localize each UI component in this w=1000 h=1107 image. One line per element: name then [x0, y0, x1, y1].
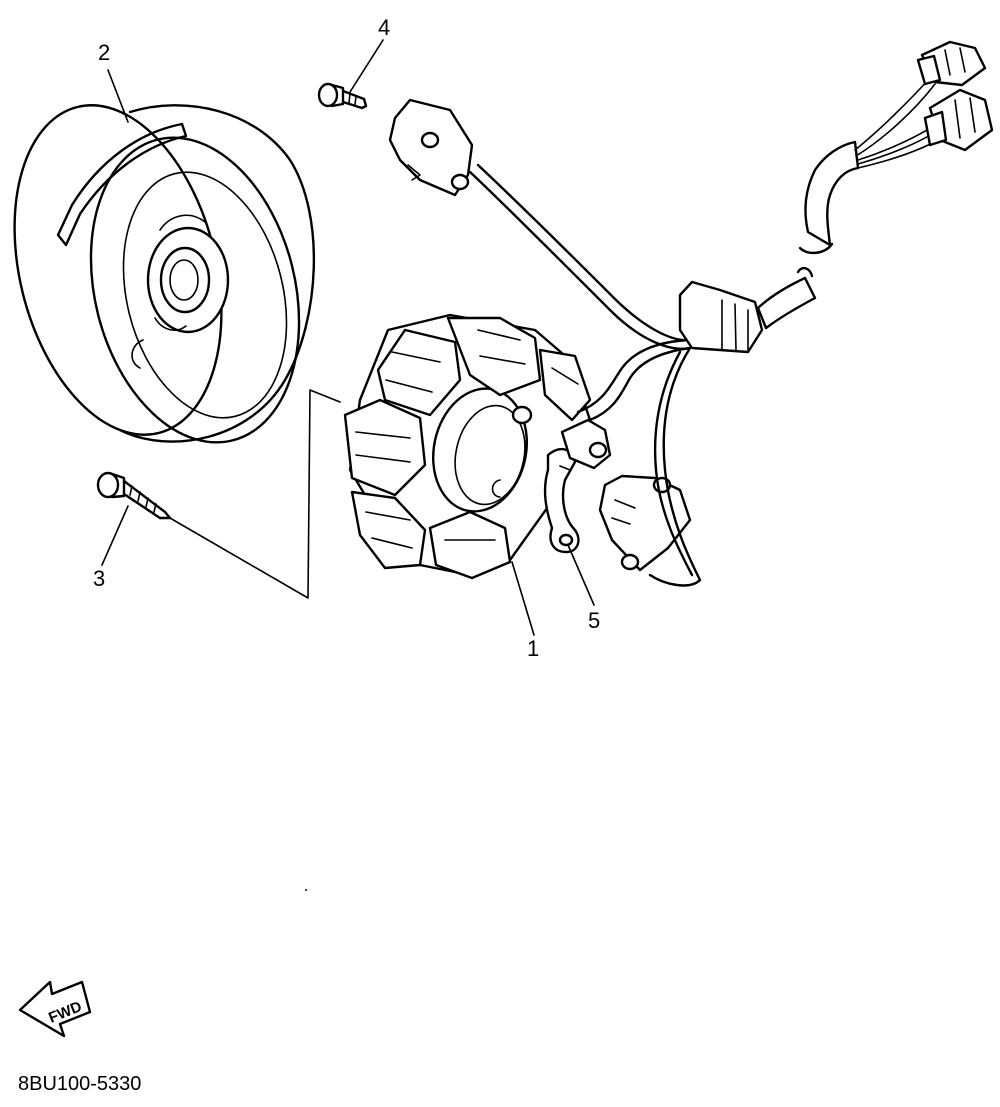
callout-3: 3 — [93, 566, 105, 591]
callout-2: 2 — [98, 40, 110, 65]
wire-harness — [468, 77, 939, 587]
flywheel-rotor — [13, 104, 316, 444]
connector-upper — [916, 40, 987, 87]
callout-5: 5 — [588, 608, 600, 633]
connector-lower — [923, 88, 994, 152]
pickup-coil-upper — [388, 98, 474, 197]
fwd-arrow-icon: FWD — [18, 980, 92, 1038]
wire-clamp-5 — [543, 447, 580, 554]
screw-4 — [317, 82, 368, 110]
assembly-guide-line — [169, 389, 341, 599]
callout-1: 1 — [527, 636, 539, 661]
diagram-code: 8BU100-5330 — [18, 1073, 141, 1095]
callout-4: 4 — [378, 15, 390, 40]
leader-lines — [101, 39, 595, 636]
bolt-3 — [96, 471, 172, 520]
stator-assembly — [343, 313, 592, 580]
